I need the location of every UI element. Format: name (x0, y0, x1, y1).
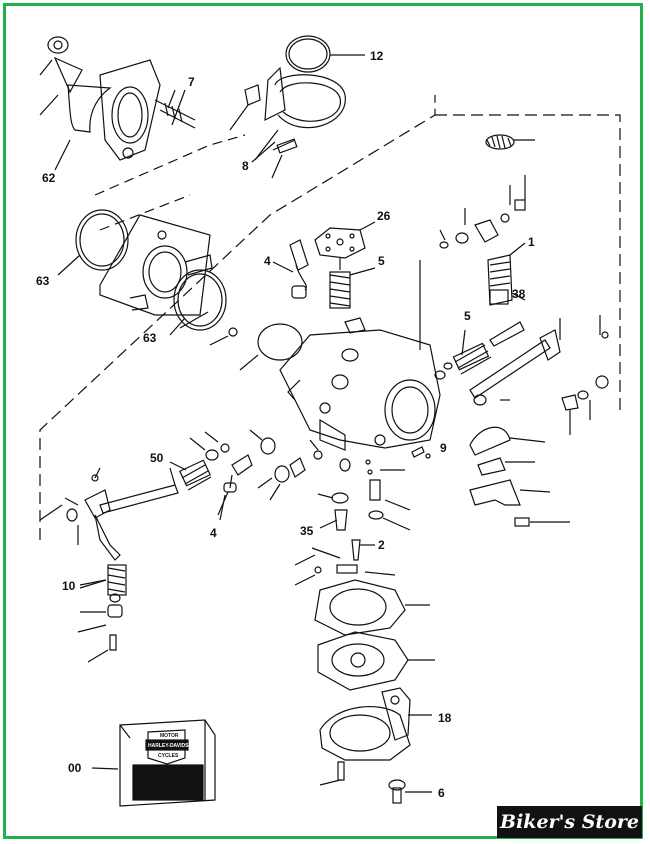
callout-8: 8 (242, 159, 249, 173)
manual-box (119, 719, 216, 807)
flange-guide (94, 134, 246, 196)
callout-62: 62 (42, 171, 56, 185)
callout-4b: 4 (210, 526, 217, 540)
bracket-top (474, 199, 526, 243)
diagram-frame (3, 3, 643, 839)
callout-2: 2 (378, 538, 385, 552)
screw-bottom-left (337, 761, 345, 781)
callout-9: 9 (440, 441, 447, 455)
throttle-shaft-right (469, 329, 609, 411)
callout-12: 12 (370, 49, 384, 63)
throttle-lever-10 (64, 474, 179, 561)
choke-1 (487, 254, 513, 306)
section-border-right (435, 114, 621, 410)
o-ring-12 (285, 35, 331, 73)
callout-00: 00 (68, 761, 82, 775)
box-logo-line2: HARLEY-DAVIDSON (148, 743, 196, 749)
top-cover-26 (314, 227, 366, 270)
callout-38: 38 (512, 287, 526, 301)
intake-manifold-62 (47, 36, 196, 161)
fitting-4-left (223, 454, 253, 493)
clamp-8 (244, 66, 346, 154)
spring-10 (107, 564, 127, 596)
callout-63b: 63 (143, 331, 157, 345)
gasket-upper (314, 579, 406, 636)
circlip (485, 134, 515, 150)
callout-18: 18 (438, 711, 452, 725)
throttle-plate (469, 426, 530, 527)
callout-63a: 63 (36, 274, 50, 288)
diaphragm-lower (317, 631, 409, 691)
callout-4a: 4 (264, 254, 271, 268)
bikers-store-logo: Biker's Store (497, 806, 642, 838)
spring-5-top (329, 271, 351, 309)
callout-50: 50 (150, 451, 164, 465)
callout-26: 26 (377, 209, 391, 223)
fitting-4-top (289, 239, 309, 299)
callout-7: 7 (188, 75, 195, 89)
screw-6 (388, 779, 406, 804)
screw-left (109, 634, 117, 651)
callout-5b: 5 (464, 309, 471, 323)
spring-5-right (452, 342, 492, 375)
float-cover-18 (319, 687, 411, 761)
callout-35: 35 (300, 524, 314, 538)
section-border (39, 95, 436, 540)
callout-1: 1 (528, 235, 535, 249)
box-logo-line3: CYCLES (158, 753, 179, 759)
adjust-needle-38 (489, 321, 525, 347)
spring-50 (179, 459, 212, 491)
adapter-63 (75, 209, 227, 331)
callout-10: 10 (62, 579, 76, 593)
diaphragm-gasket (257, 323, 303, 361)
carburetor-body (279, 317, 441, 451)
box-logo-line1: MOTOR (160, 733, 179, 739)
float-parts (311, 458, 384, 574)
callout-5a: 5 (378, 254, 385, 268)
callout-6: 6 (438, 786, 445, 800)
jet-9 (411, 446, 425, 458)
